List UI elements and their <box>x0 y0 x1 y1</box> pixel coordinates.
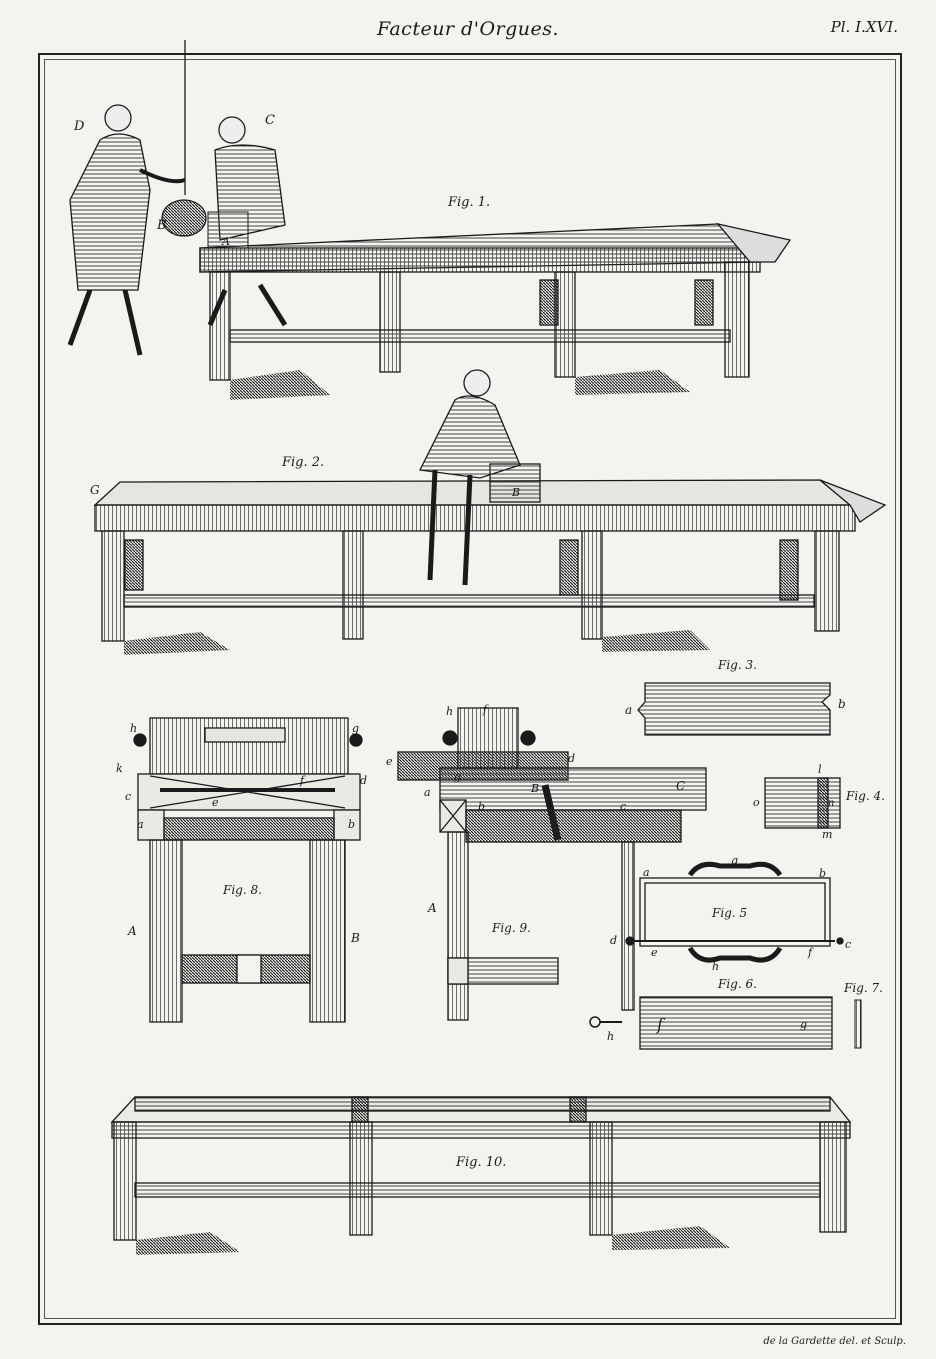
letter-b-small-fig8: b <box>348 818 355 831</box>
letter-d-fig9: d <box>568 752 575 765</box>
plate-number: Pl. I.XVI. <box>830 18 898 36</box>
letter-c: C <box>265 113 275 128</box>
letter-b-fig2: B <box>511 486 520 499</box>
fig7-label: Fig. 7. <box>843 981 883 995</box>
letter-a-small-fig8: a <box>137 818 144 831</box>
letter-a-fig8: A <box>127 924 137 938</box>
letter-e-fig9: e <box>386 755 393 768</box>
letter-b: B <box>156 218 167 233</box>
letter-b-small-fig9: b <box>478 800 485 813</box>
key-icon <box>589 1016 622 1028</box>
fig2-label: Fig. 2. <box>281 455 324 470</box>
fig1-label: Fig. 1. <box>447 195 490 210</box>
letter-d-fig5: d <box>610 934 617 947</box>
fig4-block <box>764 777 841 829</box>
letter-g: G <box>90 483 100 497</box>
fig6-plank <box>639 996 833 1050</box>
pot-b-icon <box>161 199 207 237</box>
letter-b-fig3: b <box>838 697 846 711</box>
letter-c-fig5: c <box>845 938 851 951</box>
letter-b-upper-fig9: B <box>530 782 539 795</box>
letter-b-fig8: B <box>350 931 360 945</box>
fig10-bench-frame <box>110 1096 852 1255</box>
plate-title: Facteur d'Orgues. <box>376 18 560 40</box>
fig4-label: Fig. 4. <box>845 789 885 803</box>
letter-f-fig5: f <box>807 946 814 959</box>
letter-h-fig8: h <box>130 722 137 735</box>
fig3-plank <box>637 682 831 736</box>
letter-f-fig6: f <box>656 1015 666 1034</box>
letter-c-fig9: C <box>676 779 685 793</box>
fig8-label: Fig. 8. <box>222 883 262 897</box>
letter-h-fig9: h <box>446 705 453 718</box>
letter-g-fig9: g <box>454 770 461 783</box>
fig6-label: Fig. 6. <box>717 977 757 991</box>
letter-g-fig6: g <box>800 1018 807 1031</box>
fig5-label: Fig. 5 <box>711 906 747 920</box>
letter-m: m <box>822 828 832 841</box>
worker-fig2-figure <box>419 369 521 586</box>
letter-o-fig4: o <box>753 796 760 809</box>
fig10-label: Fig. 10. <box>455 1155 506 1170</box>
fig3-label: Fig. 3. <box>717 658 757 672</box>
fig9-label: Fig. 9. <box>491 921 531 935</box>
letter-a-fig9: A <box>427 901 437 915</box>
fig2-workbench <box>93 463 887 655</box>
box-a <box>207 211 249 249</box>
letter-l: l <box>818 763 822 776</box>
letter-n: n <box>828 798 834 809</box>
letter-a-fig3: a <box>625 703 632 717</box>
letter-e-fig8: e <box>212 796 219 809</box>
fig7-piece <box>854 999 862 1049</box>
letter-a: A <box>221 235 230 248</box>
letter-h-fig5: h <box>712 960 719 973</box>
letter-c-small-fig9: c <box>620 800 626 813</box>
letter-g-fig5: g <box>731 854 738 867</box>
letter-e-fig5: e <box>651 946 658 959</box>
letter-c-fig8: c <box>125 790 131 803</box>
letter-b-fig5: b <box>819 867 826 880</box>
letter-g-fig8: g <box>352 722 359 735</box>
letter-h-fig6: h <box>607 1030 614 1043</box>
letter-d: D <box>73 119 85 134</box>
worker-d-figure <box>67 40 186 356</box>
plate-border <box>38 53 902 1325</box>
engraver-credit: de la Gardette del. et Sculp. <box>763 1336 906 1347</box>
fig1-workbench <box>199 222 792 400</box>
fig9-bench-section <box>397 707 707 1021</box>
letter-a-fig5: a <box>643 866 650 879</box>
letter-d-fig8: d <box>360 774 367 787</box>
fig8-bench-end <box>133 717 363 1023</box>
fig5-frame <box>621 841 844 1011</box>
letter-f-fig8: f <box>299 774 306 787</box>
letter-k-fig8: k <box>116 762 123 775</box>
letter-f-fig9: f <box>482 703 489 716</box>
letter-a-small-fig9: a <box>424 786 431 799</box>
